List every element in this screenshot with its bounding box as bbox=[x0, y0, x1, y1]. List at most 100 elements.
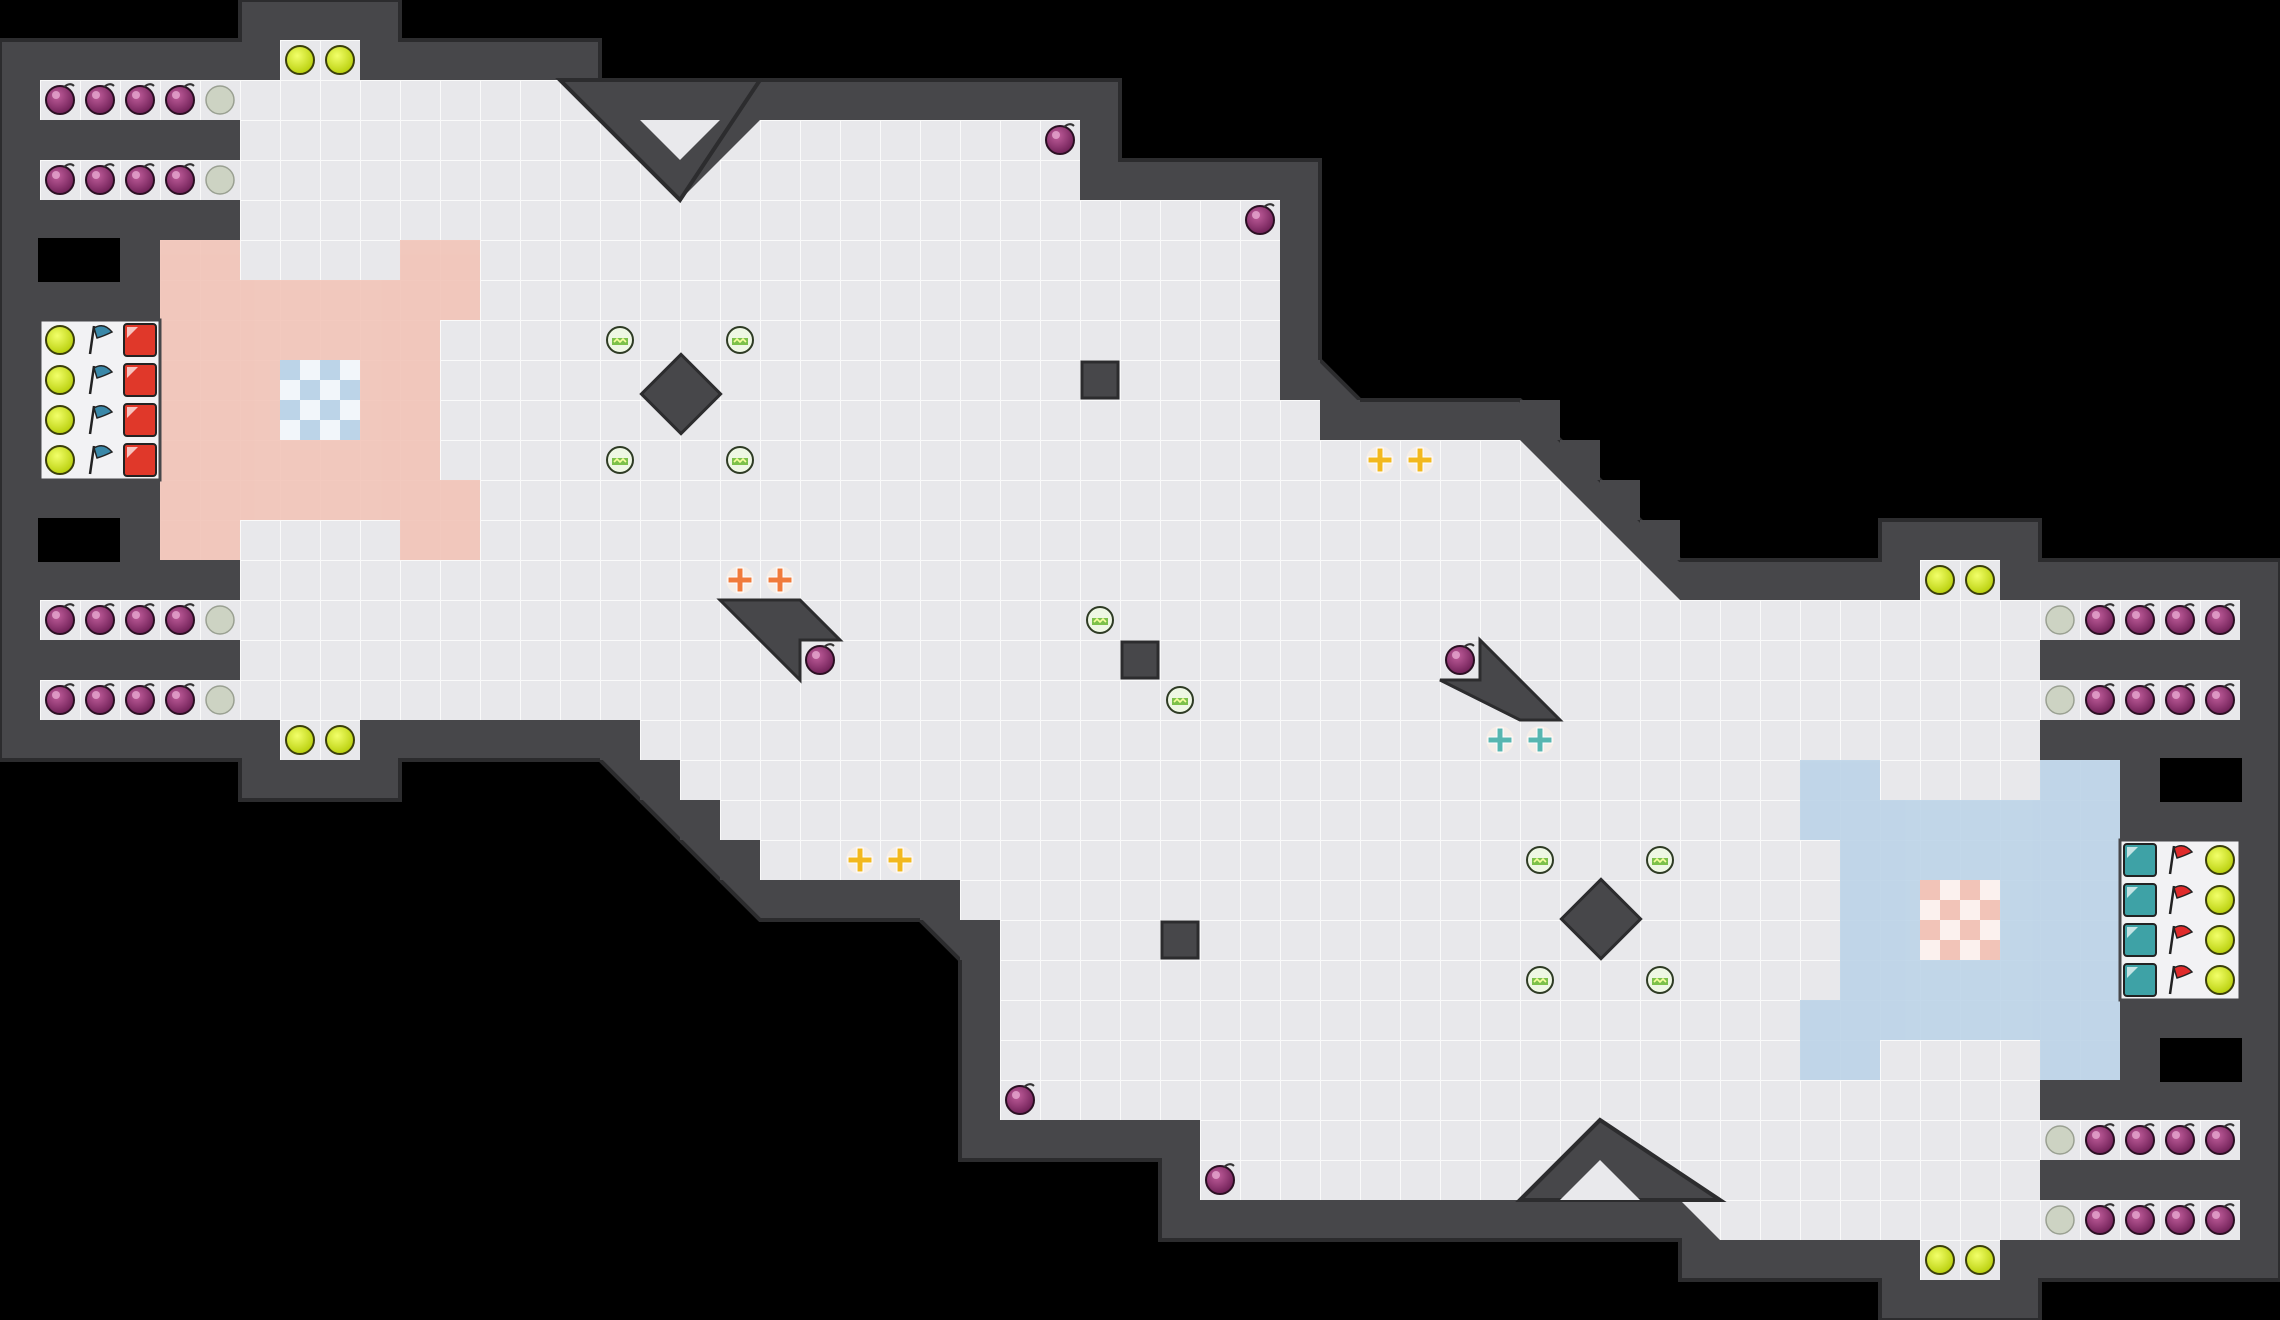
grip-powerup-icon bbox=[1166, 686, 1194, 714]
bomb-icon bbox=[165, 683, 195, 715]
bomb-icon bbox=[85, 83, 115, 115]
blue-gate-icon bbox=[2123, 963, 2157, 997]
boost-icon bbox=[1925, 1245, 1955, 1275]
bomb-icon bbox=[125, 603, 155, 635]
boost-icon bbox=[1965, 1245, 1995, 1275]
blue-team-center-checker bbox=[1920, 880, 2000, 960]
boost-icon bbox=[2205, 925, 2235, 955]
orange-portal-icon bbox=[726, 566, 754, 594]
bomb-icon bbox=[45, 163, 75, 195]
bomb-icon bbox=[2125, 683, 2155, 715]
wall-steps bbox=[600, 360, 1680, 960]
obstacle-diamond-right bbox=[1559, 877, 1643, 961]
empty-slot-icon bbox=[205, 685, 235, 715]
empty-slot-icon bbox=[2045, 1205, 2075, 1235]
bomb-icon bbox=[1005, 1083, 1035, 1115]
boost-icon bbox=[325, 725, 355, 755]
bomb-icon bbox=[2085, 1203, 2115, 1235]
boost-icon bbox=[2205, 965, 2235, 995]
right-wall-slot-upper bbox=[2156, 754, 2246, 806]
red-gate-icon bbox=[123, 323, 157, 357]
red-gate-icon bbox=[123, 363, 157, 397]
bomb-icon bbox=[2085, 603, 2115, 635]
blue-flag-icon bbox=[88, 445, 114, 475]
wall-spike-bottom-inner bbox=[1560, 1160, 1640, 1200]
bomb-icon bbox=[2125, 1123, 2155, 1155]
grip-powerup-icon bbox=[1646, 846, 1674, 874]
obstacle-block-2 bbox=[1120, 640, 1160, 680]
grip-powerup-icon bbox=[1646, 966, 1674, 994]
empty-slot-icon bbox=[2045, 1125, 2075, 1155]
blue-gate-icon bbox=[2123, 923, 2157, 957]
yellow-portal-icon bbox=[1366, 446, 1394, 474]
bomb-icon bbox=[805, 643, 835, 675]
bomb-icon bbox=[2205, 1203, 2235, 1235]
bomb-icon bbox=[1445, 643, 1475, 675]
grip-powerup-icon bbox=[1526, 846, 1554, 874]
bomb-icon bbox=[165, 163, 195, 195]
red-flag-icon bbox=[2168, 925, 2194, 955]
blue-flag-icon bbox=[88, 405, 114, 435]
bomb-icon bbox=[2165, 683, 2195, 715]
boost-icon bbox=[45, 405, 75, 435]
obstacle-diamond-left bbox=[639, 352, 723, 436]
bomb-icon bbox=[2165, 1123, 2195, 1155]
bomb-icon bbox=[1045, 123, 1075, 155]
left-wall-slot-lower bbox=[34, 514, 124, 566]
red-gate-icon bbox=[123, 443, 157, 477]
bomb-icon bbox=[2125, 603, 2155, 635]
wall-spike-top-inner bbox=[640, 120, 720, 160]
grip-powerup-icon bbox=[726, 326, 754, 354]
grip-powerup-icon bbox=[1526, 966, 1554, 994]
boost-icon bbox=[285, 725, 315, 755]
bomb-icon bbox=[2085, 683, 2115, 715]
red-flag-icon bbox=[2168, 885, 2194, 915]
empty-slot-icon bbox=[205, 165, 235, 195]
boost-icon bbox=[2205, 845, 2235, 875]
right-wall-slot-lower bbox=[2156, 1034, 2246, 1086]
bomb-icon bbox=[85, 603, 115, 635]
boost-icon bbox=[1965, 565, 1995, 595]
obstacle-block-1 bbox=[1080, 360, 1120, 400]
blue-gate-icon bbox=[2123, 843, 2157, 877]
empty-slot-icon bbox=[2045, 685, 2075, 715]
red-flag-icon bbox=[2168, 845, 2194, 875]
bomb-icon bbox=[45, 83, 75, 115]
boost-icon bbox=[285, 45, 315, 75]
bomb-icon bbox=[2165, 603, 2195, 635]
boost-icon bbox=[325, 45, 355, 75]
bomb-icon bbox=[2205, 603, 2235, 635]
boost-icon bbox=[45, 325, 75, 355]
empty-slot-icon bbox=[2045, 605, 2075, 635]
red-flag-icon bbox=[2168, 965, 2194, 995]
bomb-icon bbox=[85, 683, 115, 715]
red-team-zone bbox=[160, 240, 480, 560]
bomb-icon bbox=[165, 83, 195, 115]
bomb-icon bbox=[125, 683, 155, 715]
bomb-icon bbox=[45, 683, 75, 715]
obstacle-ramp-right bbox=[1439, 636, 1564, 722]
bomb-icon bbox=[2165, 1203, 2195, 1235]
yellow-portal-icon bbox=[886, 846, 914, 874]
bomb-icon bbox=[2205, 683, 2235, 715]
grip-powerup-icon bbox=[726, 446, 754, 474]
bomb-icon bbox=[165, 603, 195, 635]
red-team-center-checker bbox=[280, 360, 360, 440]
bomb-icon bbox=[2085, 1123, 2115, 1155]
boost-icon bbox=[2205, 885, 2235, 915]
bomb-icon bbox=[1205, 1163, 1235, 1195]
items-layer bbox=[45, 45, 2235, 1275]
grip-powerup-icon bbox=[606, 446, 634, 474]
bomb-icon bbox=[125, 83, 155, 115]
blue-flag-icon bbox=[88, 365, 114, 395]
boost-icon bbox=[45, 365, 75, 395]
grip-powerup-icon bbox=[1086, 606, 1114, 634]
bomb-icon bbox=[2205, 1123, 2235, 1155]
empty-slot-icon bbox=[205, 605, 235, 635]
yellow-portal-icon bbox=[1406, 446, 1434, 474]
blue-flag-icon bbox=[88, 325, 114, 355]
red-gate-icon bbox=[123, 403, 157, 437]
bomb-icon bbox=[45, 603, 75, 635]
bomb-icon bbox=[85, 163, 115, 195]
